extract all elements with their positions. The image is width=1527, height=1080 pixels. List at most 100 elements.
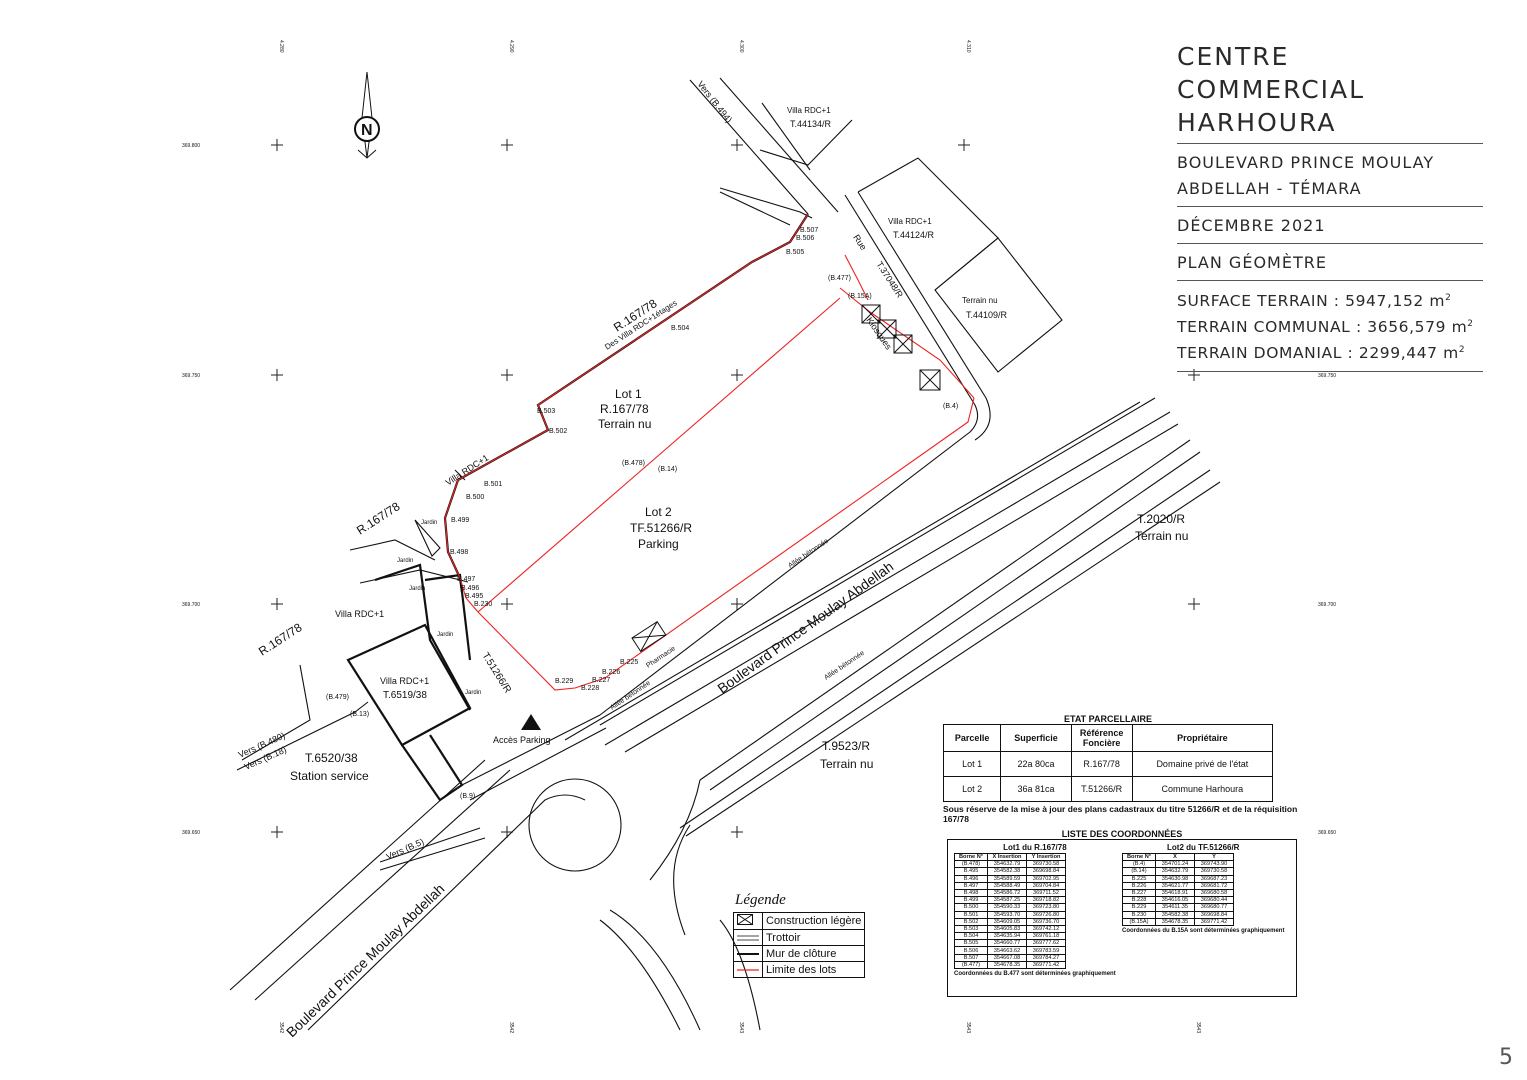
villa-t44124-b: T.44124/R — [893, 230, 935, 240]
etat-cell: R.167/78 — [1070, 751, 1133, 777]
t51266-label: T.51266/R — [479, 651, 512, 695]
access-parking-icon — [521, 714, 541, 730]
coords-cell: B.228 — [1122, 896, 1156, 905]
coords-cell: 369702.95 — [1026, 874, 1066, 883]
grid-label-xb4: 3543 — [1195, 1022, 1201, 1033]
borne-label: (B.477) — [828, 275, 851, 282]
coords-cell: 354589.59 — [987, 874, 1027, 883]
acces-parking-label: Accès Parking — [493, 735, 551, 745]
legend-item: Trottoir — [733, 929, 866, 946]
r167-low-label: R.167/78 — [256, 620, 305, 658]
grid-label-x1: 4.290 — [508, 40, 514, 53]
coords-cell: B.230 — [1122, 910, 1156, 919]
t2020-b: Terrain nu — [1135, 529, 1188, 543]
borne-label: B.229 — [555, 678, 573, 685]
etat-title: ETAT PARCELLAIRE — [1064, 714, 1152, 724]
allee1-label: Allée bétonnée — [787, 538, 830, 570]
legend-label: Limite des lots — [761, 961, 866, 978]
coords-cell: 354611.35 — [1155, 903, 1195, 912]
villa-t44134-a: Villa RDC+1 — [787, 106, 831, 115]
etat-cell: Lot 2 — [942, 776, 1002, 802]
coords-cell: B.505 — [954, 939, 988, 948]
liste-coordonnees: LISTE DES COORDONNÉES Lot1 du R.167/78 B… — [947, 829, 1297, 997]
coords-cell: B.507 — [954, 953, 988, 962]
coords-cell: 369681.72 — [1194, 881, 1234, 890]
coords-cell: 369730.58 — [1194, 867, 1234, 876]
coords-cell: 354609.05 — [987, 917, 1027, 926]
borne-label: B.500 — [466, 494, 484, 501]
borne-label: (B.478) — [622, 460, 645, 467]
villa-t6519-a: Villa RDC+1 — [380, 676, 429, 686]
borne-label: B.228 — [581, 685, 599, 692]
lot1-label: Lot 1 — [615, 387, 642, 401]
coords-cell: 369704.84 — [1026, 881, 1066, 890]
grid-label-xb1: 3542 — [508, 1022, 514, 1033]
borne-label: B.498 — [450, 549, 468, 556]
legend-label: Mur de clôture — [761, 945, 866, 962]
title-block: CENTRE COMMERCIAL HARHOURA BOULEVARD PRI… — [1177, 40, 1483, 373]
coords-header: Y Insertion — [1026, 852, 1066, 862]
legend-table: Construction légère Trottoir Mur de clôt… — [733, 912, 866, 978]
coords-cell: 369742.12 — [1026, 924, 1066, 934]
coords-cell: 354605.83 — [987, 924, 1027, 934]
coords-cell: 354630.98 — [1155, 874, 1195, 883]
coords-cell: 369698.84 — [1026, 867, 1066, 876]
boundary-walls — [346, 213, 809, 802]
coords-lot2-caption: Lot2 du TF.51266/R — [1167, 843, 1240, 852]
coords-cell: (B.4) — [1122, 860, 1156, 869]
coords-cell: 354678.35 — [987, 960, 1027, 970]
grid-label-x0: 4.280 — [278, 40, 284, 53]
coords-cell: 369761.18 — [1026, 932, 1066, 941]
borne-labels: B.507 B.506 B.505 (B.477) (B.15A) B.504 … — [326, 227, 958, 800]
etat-header: Superficie — [1000, 724, 1072, 752]
coords-cell: B.497 — [954, 881, 988, 890]
coords-cell: 354593.70 — [987, 910, 1027, 919]
coords-cell: B.498 — [954, 888, 988, 898]
coords-cell: (B.477) — [954, 960, 988, 970]
borne-label: B.225 — [620, 659, 638, 666]
etat-header: Propriétaire — [1131, 724, 1274, 752]
pharmacie-label: Pharmacie — [645, 645, 677, 670]
coords-cell: 354586.72 — [987, 888, 1027, 898]
etat-table: Parcelle Superficie Référence Foncière P… — [942, 724, 1274, 802]
coords-cell: B.502 — [954, 917, 988, 926]
coords-cell: B.501 — [954, 910, 988, 919]
t2020-a: T.2020/R — [1137, 512, 1185, 526]
coords-cell: 354701.24 — [1155, 860, 1195, 869]
coords-cell: (B.478) — [954, 860, 988, 869]
coords-cell: 369680.58 — [1194, 888, 1234, 898]
coords-cell: 354678.35 — [1155, 917, 1195, 926]
grid-label-y700: 369.700 — [182, 602, 200, 608]
coords-cell: B.225 — [1122, 874, 1156, 883]
borne-label: B.507 — [800, 227, 818, 234]
terrain-t44109-b: T.44109/R — [966, 310, 1008, 320]
project-address: BOULEVARD PRINCE MOULAY ABDELLAH - TÉMAR… — [1177, 143, 1483, 206]
road-lines — [229, 77, 1221, 1031]
coords-cell: 354616.05 — [1155, 896, 1195, 905]
borne-label: (B.14) — [658, 466, 677, 473]
coords-cell: 369784.27 — [1026, 953, 1066, 962]
borne-label: B.497 — [457, 576, 475, 583]
grid-label-y650: 369.650 — [182, 830, 200, 836]
etat-header: Référence Foncière — [1070, 724, 1133, 752]
grid-label-y800: 369.800 — [182, 143, 200, 149]
coords-header: Y — [1194, 852, 1234, 862]
jardin-label: Jardin — [465, 690, 481, 696]
villa-rdc1-mid: Villa RDC+1 — [335, 609, 384, 619]
lot2-desc: Parking — [638, 537, 679, 551]
etat-note: Sous réserve de la mise à jour des plans… — [943, 804, 1298, 824]
coords-cell: 354588.49 — [987, 881, 1027, 890]
borne-label: B.506 — [796, 235, 814, 242]
lot1-ref: R.167/78 — [600, 402, 649, 416]
allee3-label: Allée bétonnée — [823, 650, 866, 682]
